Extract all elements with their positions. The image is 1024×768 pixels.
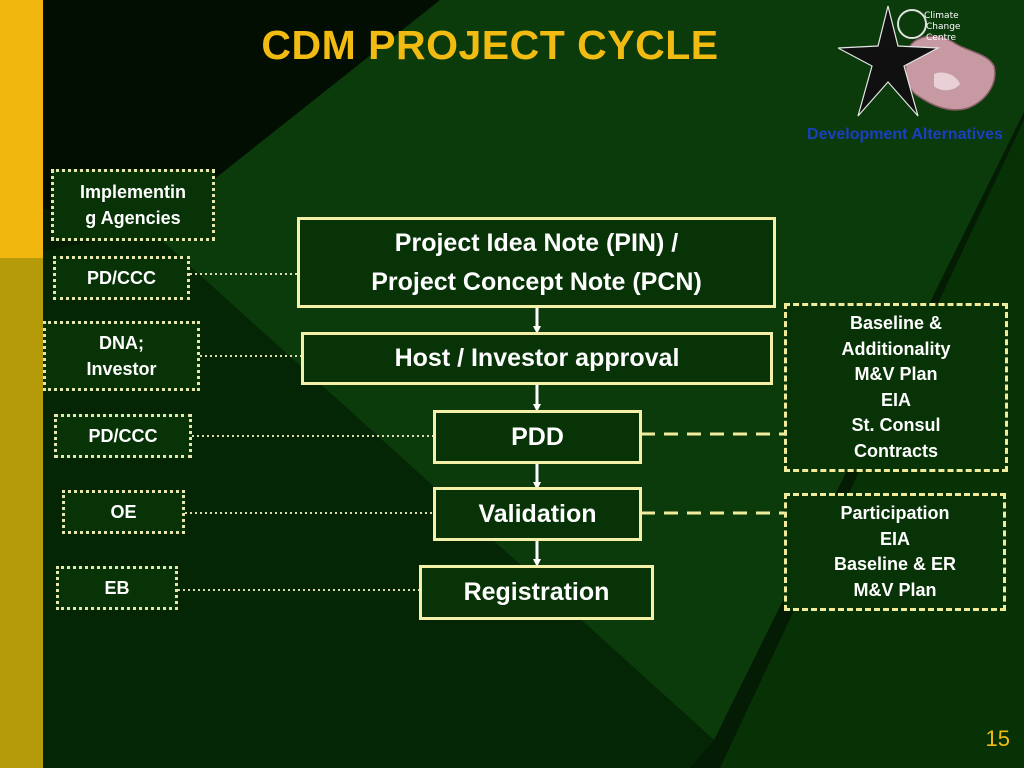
actor-pd-ccc-1: PD/CCC [53, 256, 190, 300]
validation-req-participation: Participation [840, 503, 950, 523]
flow-step-validation: Validation [433, 487, 642, 541]
pdd-req-mv-plan: M&V Plan [854, 364, 938, 384]
pdd-req-additionality: Additionality [841, 338, 951, 359]
actor-eb: EB [56, 566, 178, 610]
actor-dna-investor: DNA; Investor [43, 321, 200, 391]
slide-title: CDM PROJECT CYCLE [261, 22, 719, 68]
star-map-logo: Climate Change Centre [838, 5, 996, 117]
logo-text-line-1: Climate [924, 11, 959, 21]
logo-text-line-2: Change [926, 22, 961, 32]
actor-implementing-agencies: Implementin g Agencies [51, 169, 215, 241]
flow-step-host-investor-approval: Host / Investor approval [301, 332, 773, 385]
validation-requirements-box: Participation EIA Baseline & ER M&V Plan [784, 493, 1006, 611]
pdd-req-baseline: Baseline & [849, 313, 943, 333]
pdd-req-contracts: Contracts [853, 440, 938, 461]
flow-step-registration: Registration [419, 565, 654, 620]
page-number: 15 [985, 726, 1010, 751]
organization-name: Development Alternatives [807, 126, 1003, 143]
actor-oe: OE [62, 490, 185, 534]
actor-pd-ccc-2: PD/CCC [54, 414, 192, 458]
validation-req-mv-plan: M&V Plan [853, 579, 937, 600]
validation-req-baseline-er: Baseline & ER [833, 554, 957, 574]
pdd-requirements-box: Baseline & Additionality M&V Plan EIA St… [784, 303, 1008, 472]
pdd-req-st-consul: St. Consul [851, 415, 941, 435]
validation-req-eia: EIA [879, 528, 910, 549]
pdd-req-eia: EIA [880, 389, 911, 410]
logo-text-line-3: Centre [926, 33, 957, 43]
flow-step-pdd: PDD [433, 410, 642, 464]
flow-step-pin-pcn: Project Idea Note (PIN) / Project Concep… [297, 217, 776, 308]
